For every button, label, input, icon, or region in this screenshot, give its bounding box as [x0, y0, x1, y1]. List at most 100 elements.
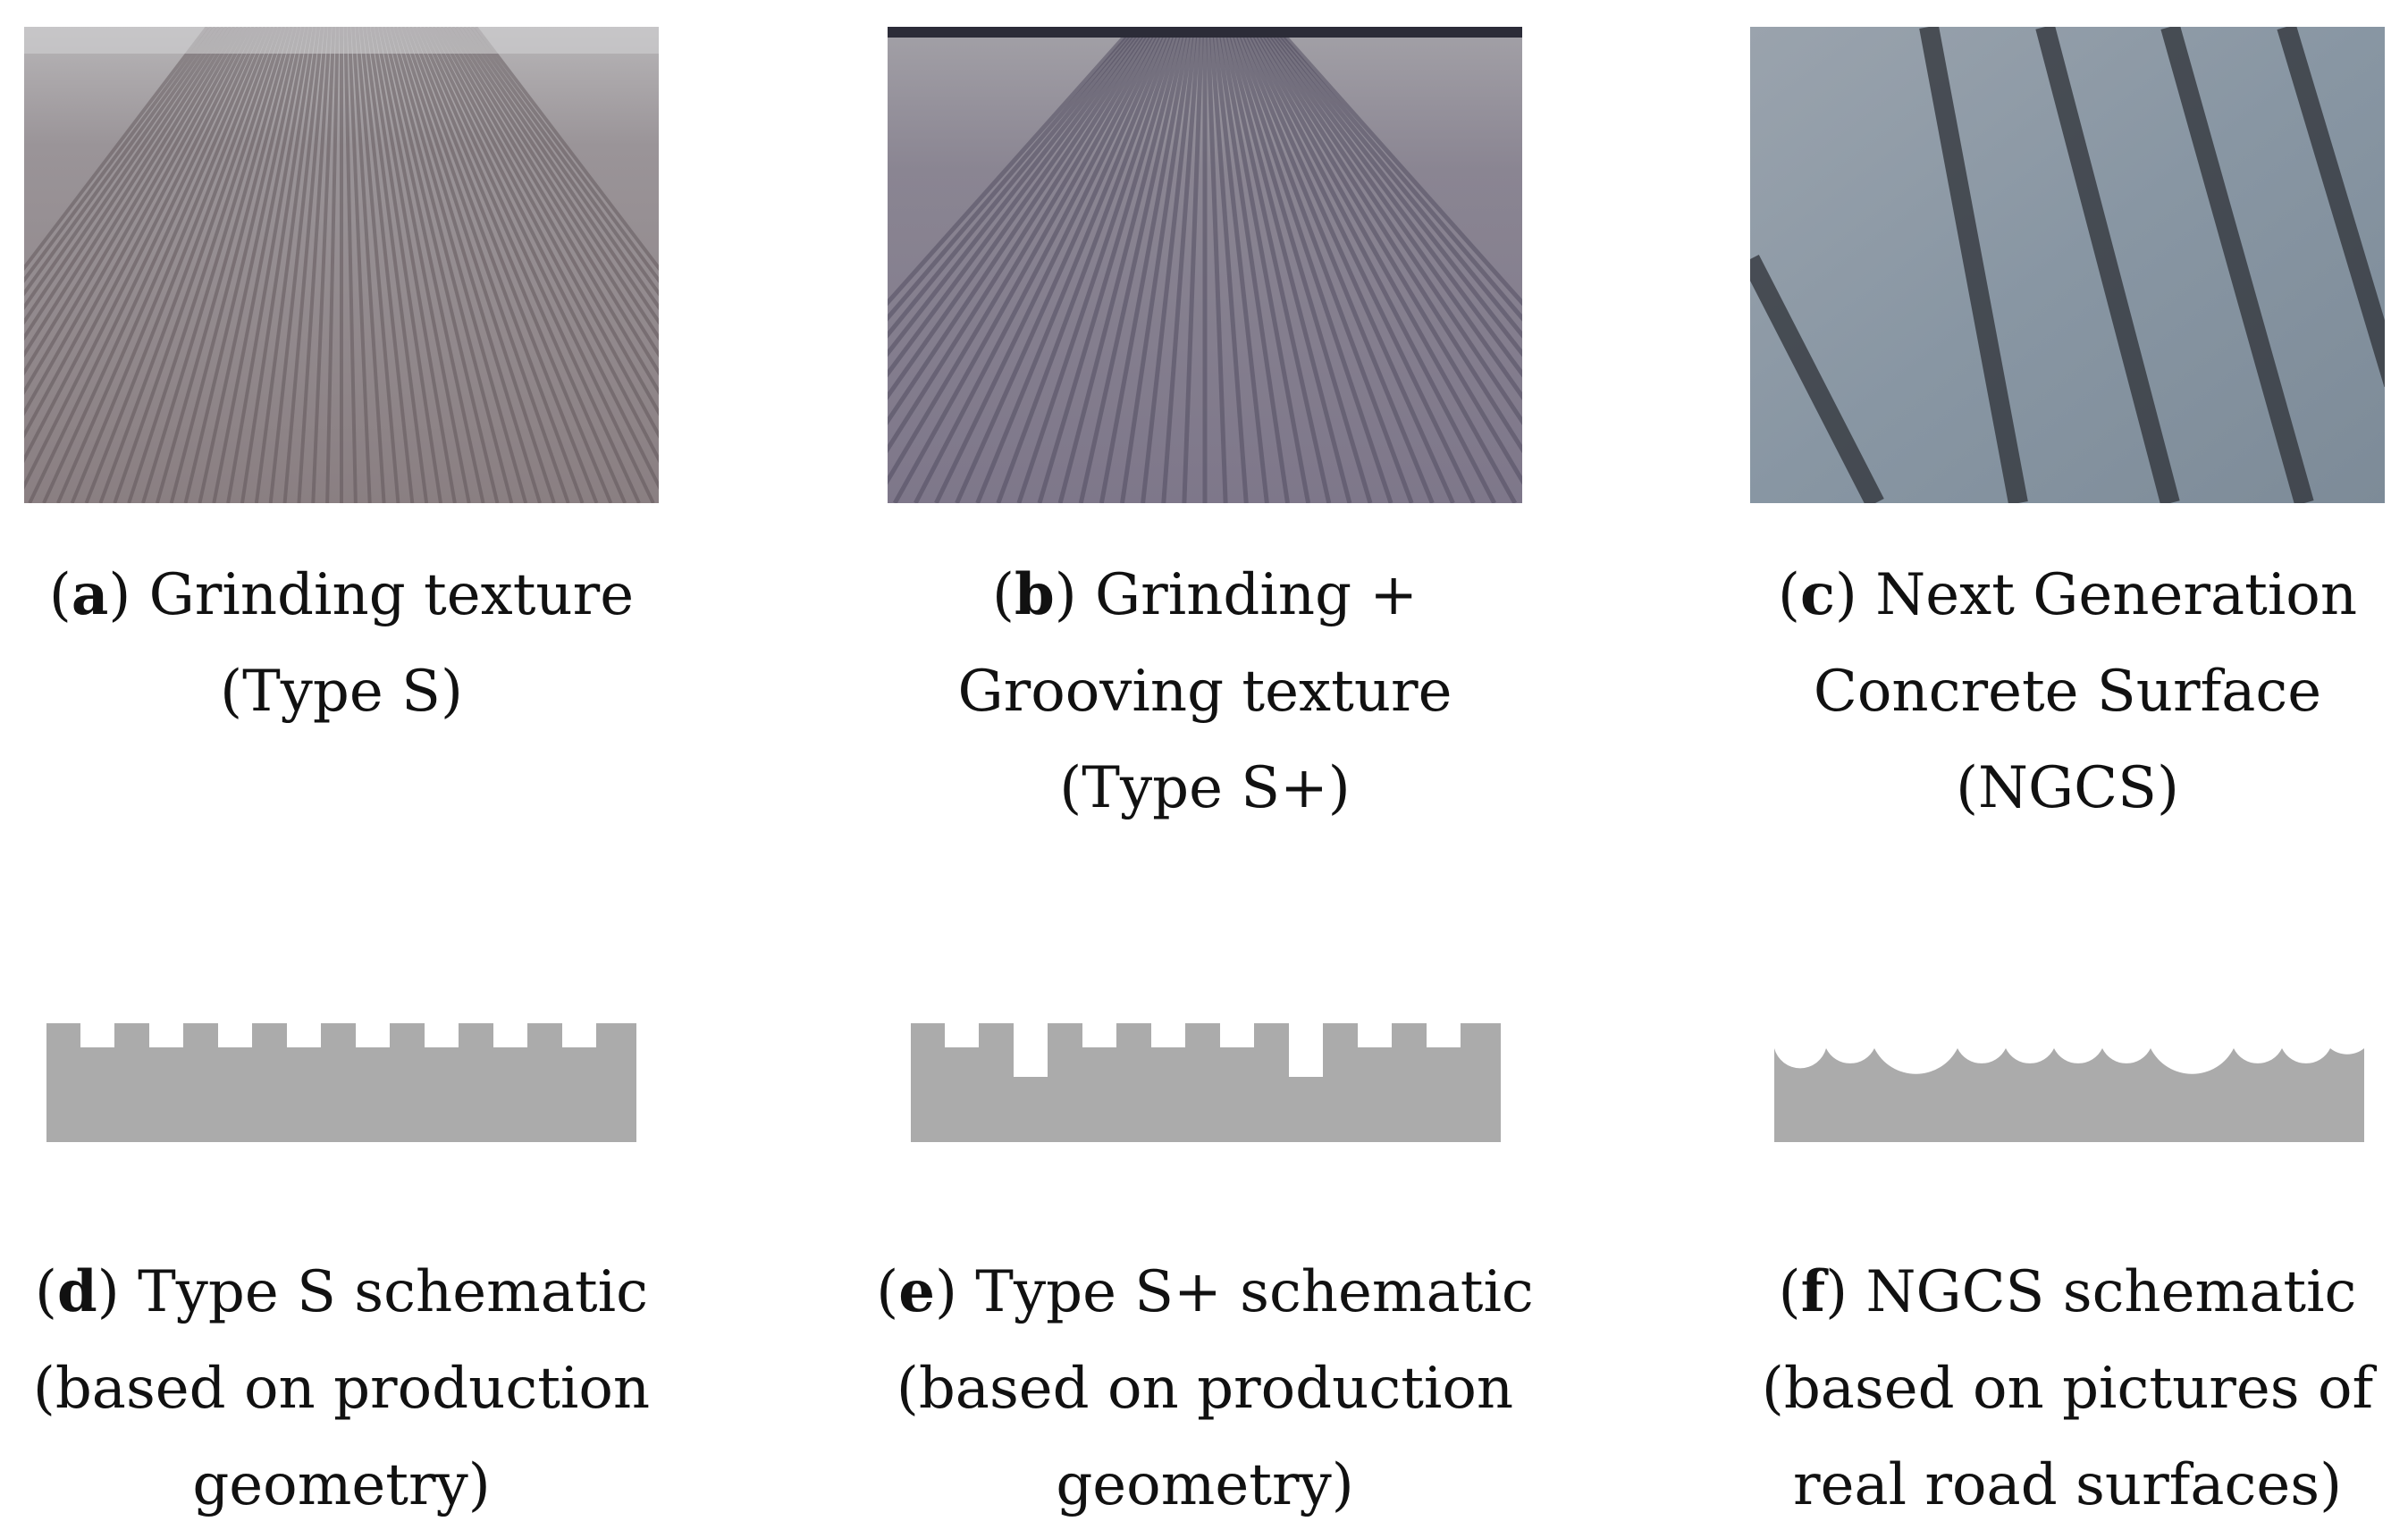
grinding-texture-photo-icon [24, 27, 659, 503]
groove-line [377, 27, 485, 503]
groove-line [183, 27, 301, 503]
groove-line [1016, 27, 1181, 503]
groove-line [1242, 27, 1476, 503]
groove-line [127, 27, 286, 503]
groove-line [355, 27, 400, 503]
groove-line [888, 27, 1150, 400]
photo-c-ngcs-texture [1750, 27, 2385, 503]
groove-line [24, 27, 256, 491]
groove-line [1182, 27, 1205, 503]
groove-line [955, 27, 1172, 503]
groove-line [1214, 27, 1290, 503]
caption-f-letter: f [1800, 1258, 1826, 1325]
photo-a-grinding-texture [24, 27, 659, 503]
caption-c-letter: c [1799, 561, 1835, 628]
ngcs-texture-photo-icon [1750, 27, 2385, 503]
caption-f-line-3: real road surfaces) [1792, 1452, 2343, 1518]
groove-line [888, 27, 1157, 454]
grinding-grooving-texture-photo-icon [888, 27, 1522, 503]
caption-e-line-2: (based on production [896, 1356, 1514, 1422]
groove-line [1057, 27, 1187, 503]
groove-line [1250, 27, 1522, 485]
schematic-f-ngcs [1774, 1023, 2364, 1148]
caption-e: (e) Type S+ schematic (based on producti… [803, 1244, 1607, 1534]
groove-line [370, 27, 457, 503]
groove-line [459, 27, 659, 325]
groove-line [297, 27, 333, 503]
groove-line [1208, 27, 1249, 503]
caption-e-line-1: Type S+ schematic [975, 1259, 1534, 1325]
groove-line [888, 27, 1148, 378]
groove-line [1211, 27, 1269, 503]
groove-line [385, 27, 514, 503]
type-s-profile-icon [46, 1023, 636, 1142]
groove-line [24, 27, 209, 272]
groove-line [374, 27, 471, 503]
schematic-e-type-s-plus [911, 1023, 1501, 1148]
groove-line [432, 27, 659, 464]
groove-line [427, 27, 659, 491]
groove-line [24, 27, 213, 283]
caption-f: (f) NGCS schematic (based on pictures of… [1665, 1244, 2408, 1534]
groove-line [366, 27, 442, 503]
caption-a: (a) Grinding texture (Type S) [0, 547, 744, 740]
groove-line [1244, 27, 1496, 503]
groove-line [311, 27, 336, 503]
groove-line [416, 27, 627, 503]
caption-b-line-1: Grinding + [1095, 562, 1419, 628]
groove-line [113, 27, 282, 503]
groove-line [358, 27, 415, 503]
groove-line [2035, 27, 2180, 503]
groove-line [24, 27, 217, 297]
groove-line [447, 27, 659, 376]
groove-line [892, 27, 1163, 503]
groove-line [24, 27, 236, 376]
groove-line [1275, 27, 1522, 307]
groove-line [1253, 27, 1522, 454]
groove-line [84, 27, 274, 503]
groove-line [1750, 254, 1884, 503]
caption-b-letter: b [1014, 561, 1055, 628]
groove-line [1235, 27, 1435, 503]
groove-line [1259, 27, 1522, 400]
groove-line [325, 27, 340, 503]
groove-line [169, 27, 298, 503]
groove-line [393, 27, 542, 503]
caption-e-letter: e [898, 1258, 935, 1325]
groove-line [1226, 27, 1373, 503]
groove-line [2160, 27, 2314, 503]
groove-line [389, 27, 528, 503]
groove-line [1223, 27, 1352, 503]
groove-line [24, 27, 251, 464]
groove-line [226, 27, 313, 503]
groove-line [454, 27, 659, 341]
groove-line [382, 27, 500, 503]
groove-line [888, 27, 1135, 307]
caption-b-line-3: (Type S+) [1059, 755, 1351, 821]
caption-a-line-1: Grinding texture [148, 562, 635, 628]
groove-line [462, 27, 659, 311]
groove-line [1232, 27, 1414, 503]
groove-line [914, 27, 1166, 503]
groove-line [404, 27, 585, 503]
groove-line [254, 27, 321, 503]
caption-e-line-3: geometry) [1056, 1452, 1354, 1518]
groove-line [474, 27, 659, 272]
caption-a-line-2: (Type S) [220, 659, 463, 725]
groove-line [1229, 27, 1393, 503]
groove-line [934, 27, 1168, 503]
groove-line [1078, 27, 1190, 503]
caption-d-line-2: (based on production [32, 1356, 651, 1422]
groove-line [362, 27, 429, 503]
caption-d: (d) Type S schematic (based on productio… [0, 1244, 744, 1534]
groove-line [408, 27, 599, 503]
groove-line [347, 27, 372, 503]
groove-line [2277, 27, 2385, 388]
caption-b: (b) Grinding + Grooving texture (Type S+… [803, 547, 1607, 836]
groove-line [343, 27, 358, 503]
groove-line [470, 27, 659, 283]
groove-line [450, 27, 659, 358]
groove-line [1271, 27, 1522, 322]
ngcs-profile-shape [1774, 1048, 2364, 1142]
groove-line [424, 27, 655, 503]
